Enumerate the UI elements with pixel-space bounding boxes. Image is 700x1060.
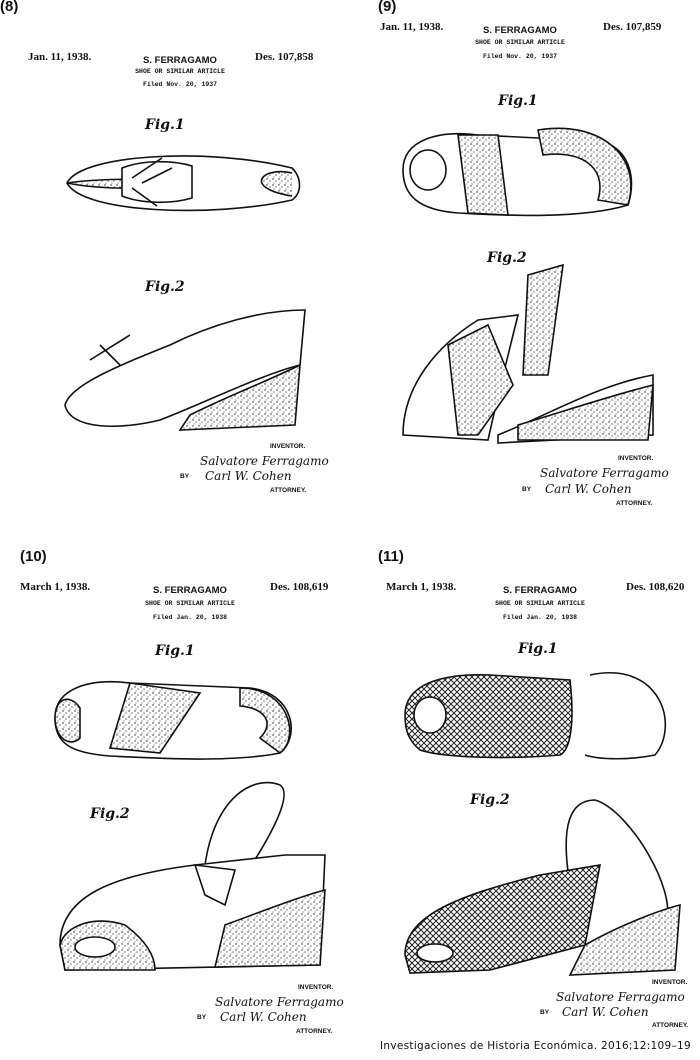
inventor-signature: Salvatore Ferragamo <box>540 466 669 480</box>
fig-2-label: Fig.2 <box>145 279 185 295</box>
by-label: BY <box>197 1014 207 1021</box>
attorney-signature: Carl W. Cohen <box>205 469 292 483</box>
inventor-label: INVENTOR. <box>618 455 654 462</box>
shoe-side-view-drawing <box>402 263 654 444</box>
patent-date: Jan. 11, 1938. <box>28 51 92 63</box>
inventor-label: INVENTOR. <box>652 979 688 986</box>
patent-number: Des. 108,619 <box>270 581 329 593</box>
fig-1-label: Fig.1 <box>155 643 195 659</box>
by-label: BY <box>522 486 532 493</box>
filed-date: Filed Jan. 20, 1938 <box>502 614 578 621</box>
panel-label: (10) <box>20 548 47 565</box>
panel-label: (11) <box>378 548 404 565</box>
patent-title: SHOE OR SIMILAR ARTICLE <box>145 600 235 607</box>
fig-2-label: Fig.2 <box>470 792 510 808</box>
panel-label: (9) <box>378 0 397 15</box>
patent-date: March 1, 1938. <box>20 581 91 593</box>
shoe-top-view-drawing <box>404 672 667 760</box>
attorney-signature: Carl W. Cohen <box>545 482 632 496</box>
fig-2-label: Fig.2 <box>487 250 527 266</box>
inventor-label: INVENTOR. <box>298 984 334 991</box>
patent-number: Des. 107,859 <box>603 21 662 33</box>
filed-date: Filed Jan. 20, 1938 <box>152 614 228 621</box>
filed-date: Filed Nov. 20, 1937 <box>482 53 558 60</box>
inventor-name: S. FERRAGAMO <box>143 55 217 66</box>
patent-number: Des. 108,620 <box>626 581 685 593</box>
patent-title: SHOE OR SIMILAR ARTICLE <box>475 39 565 46</box>
fig-1-label: Fig.1 <box>145 117 185 133</box>
attorney-label: ATTORNEY. <box>652 1022 689 1029</box>
filed-date: Filed Nov. 20, 1937 <box>142 81 218 88</box>
inventor-name: S. FERRAGAMO <box>153 585 227 596</box>
fig-2-label: Fig.2 <box>90 806 130 822</box>
inventor-signature: Salvatore Ferragamo <box>200 454 329 468</box>
shoe-side-view-drawing <box>404 799 681 976</box>
fig-1-label: Fig.1 <box>518 641 558 657</box>
fig-1-label: Fig.1 <box>498 93 538 109</box>
inventor-signature: Salvatore Ferragamo <box>556 990 685 1004</box>
shoe-top-view-drawing <box>402 127 633 217</box>
patent-number: Des. 107,858 <box>255 51 314 63</box>
inventor-name: S. FERRAGAMO <box>503 585 577 596</box>
by-label: BY <box>540 1009 550 1016</box>
attorney-label: ATTORNEY. <box>616 500 653 507</box>
patent-date: Jan. 11, 1938. <box>380 21 444 33</box>
panel-label: (8) <box>0 0 19 15</box>
shoe-top-view-drawing <box>66 155 301 212</box>
shoe-top-view-drawing <box>54 680 292 760</box>
inventor-signature: Salvatore Ferragamo <box>215 995 344 1009</box>
attorney-signature: Carl W. Cohen <box>220 1010 307 1024</box>
inventor-name: S. FERRAGAMO <box>483 25 557 36</box>
by-label: BY <box>180 473 190 480</box>
shoe-side-view-drawing <box>64 309 306 431</box>
shoe-side-view-drawing <box>59 781 326 971</box>
source-citation: Investigaciones de Historia Económica. 2… <box>380 1040 692 1052</box>
patent-title: SHOE OR SIMILAR ARTICLE <box>135 68 225 75</box>
patent-date: March 1, 1938. <box>386 581 457 593</box>
inventor-label: INVENTOR. <box>270 443 306 450</box>
attorney-signature: Carl W. Cohen <box>562 1005 649 1019</box>
patent-title: SHOE OR SIMILAR ARTICLE <box>495 600 585 607</box>
attorney-label: ATTORNEY. <box>270 487 307 494</box>
attorney-label: ATTORNEY. <box>296 1028 333 1035</box>
